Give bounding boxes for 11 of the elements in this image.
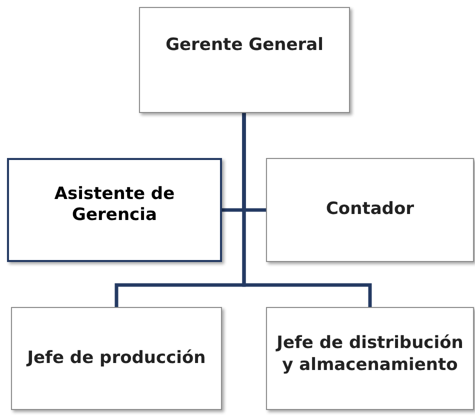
role-title: Contador xyxy=(326,199,414,221)
org-box xyxy=(7,158,222,262)
role-title: Asistente de Gerencia xyxy=(53,184,176,226)
org-box xyxy=(139,7,350,113)
org-box xyxy=(266,158,474,262)
connector-line xyxy=(242,113,372,307)
role-title: Gerente General xyxy=(166,35,324,57)
org-box xyxy=(11,307,222,410)
role-title: Jefe de distribución y almacenamiento xyxy=(275,333,464,376)
role-title: Jefe de producción xyxy=(27,348,206,370)
org-box xyxy=(266,307,474,410)
